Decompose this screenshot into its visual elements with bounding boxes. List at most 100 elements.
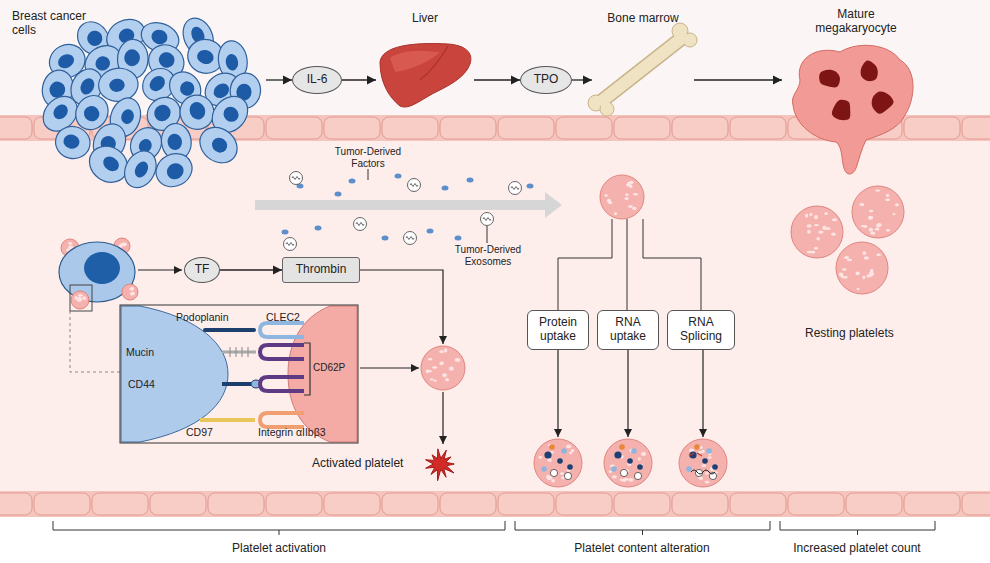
altered-platelet <box>547 458 552 462</box>
factor-dot <box>315 226 322 231</box>
altered-platelet <box>611 466 617 472</box>
endothelium-band <box>614 117 670 139</box>
flow-arrow <box>572 79 592 80</box>
platelet <box>433 379 436 381</box>
platelet <box>893 213 896 215</box>
interaction-panel <box>236 347 237 357</box>
altered-platelet <box>624 478 629 481</box>
altered-platelet <box>620 469 627 476</box>
factor-dot <box>442 186 449 191</box>
altered-platelet <box>701 450 704 453</box>
tumor-factor-stream <box>368 169 369 180</box>
altered-platelet <box>564 472 571 479</box>
cancer-cell <box>97 66 140 103</box>
node-text: RNA uptake <box>598 316 658 344</box>
altered-platelet <box>567 464 573 470</box>
cancer-cell <box>56 52 77 71</box>
cancer-cell <box>151 101 174 124</box>
cancer-cell <box>164 160 186 182</box>
endothelium-band <box>382 493 438 515</box>
node-text: Mature megakaryocyte <box>811 8 901 36</box>
tumor-cell-small <box>84 252 120 284</box>
exosome <box>354 218 367 231</box>
altered-platelet <box>679 439 727 487</box>
exosome <box>292 177 300 180</box>
endothelium-band <box>34 493 90 515</box>
endothelium-band <box>498 117 554 139</box>
attached-platelet <box>82 296 86 300</box>
annotation-label: CD44 <box>128 378 168 390</box>
platelet <box>831 233 835 236</box>
background <box>0 516 990 563</box>
annotation-label: Tumor-Derived Exosomes <box>446 244 530 267</box>
platelet <box>842 268 846 270</box>
endothelium-band <box>0 117 32 139</box>
attached-platelet <box>71 291 89 309</box>
cancer-cell <box>149 27 169 46</box>
platelet <box>836 242 888 294</box>
platelet <box>814 247 819 249</box>
activation-flow <box>360 367 419 368</box>
endothelium-band <box>788 493 844 515</box>
altered-platelet <box>698 451 702 453</box>
cancer-cell <box>81 103 102 124</box>
platelet <box>626 183 631 186</box>
cancer-cell <box>50 102 70 123</box>
platelet <box>421 346 465 390</box>
content-alteration <box>627 350 628 437</box>
content-alteration <box>558 219 612 310</box>
cancer-cell <box>119 108 135 126</box>
cancer-cell <box>78 76 97 97</box>
interaction-panel <box>288 306 357 442</box>
platelet <box>852 186 904 238</box>
node-text: Breast cancer cells <box>12 10 102 38</box>
cancer-cell <box>150 148 198 193</box>
platelet <box>814 215 818 219</box>
platelet <box>859 203 864 206</box>
flow-arrow <box>266 79 292 80</box>
endothelium-band <box>904 117 960 139</box>
exosome <box>354 218 367 231</box>
factor-dot <box>335 192 342 197</box>
background <box>0 140 990 492</box>
altered-platelet <box>627 458 633 464</box>
flow-arrow <box>220 269 282 270</box>
altered-platelet <box>560 472 564 475</box>
exosome <box>356 223 364 226</box>
platelet <box>839 273 843 277</box>
bone-illustration <box>603 38 682 100</box>
cancer-cell <box>167 133 183 151</box>
platelet <box>632 207 636 210</box>
platelet <box>842 276 848 279</box>
megakaryocyte-illustration <box>861 60 878 81</box>
activation-flow <box>138 270 465 481</box>
endothelium-band <box>962 493 990 515</box>
liver-illustration <box>380 44 471 108</box>
activation-flow <box>442 392 443 444</box>
content-alteration <box>643 219 701 310</box>
content-alteration <box>557 350 558 437</box>
receptor <box>260 413 304 427</box>
cancer-cell <box>52 123 93 162</box>
attached-platelet <box>78 294 83 296</box>
ligand <box>200 418 255 422</box>
cancer-cell <box>52 123 93 162</box>
cancer-cell <box>225 53 239 71</box>
annotation-label: CD97 <box>186 426 226 438</box>
platelet <box>816 237 819 241</box>
endothelium-band <box>556 117 612 139</box>
platelet <box>868 216 873 220</box>
altered-platelet <box>705 481 710 483</box>
exosome <box>483 218 491 221</box>
altered-platelet <box>538 456 542 459</box>
altered-platelet <box>549 444 555 450</box>
platelet <box>430 378 434 380</box>
attached-platelet <box>74 296 77 300</box>
altered-platelet <box>534 439 582 487</box>
cancer-cell <box>124 49 140 66</box>
endothelium-band <box>730 117 786 139</box>
attached-platelet <box>77 298 82 302</box>
cancer-cell <box>62 133 81 150</box>
endothelium-band <box>440 117 496 139</box>
